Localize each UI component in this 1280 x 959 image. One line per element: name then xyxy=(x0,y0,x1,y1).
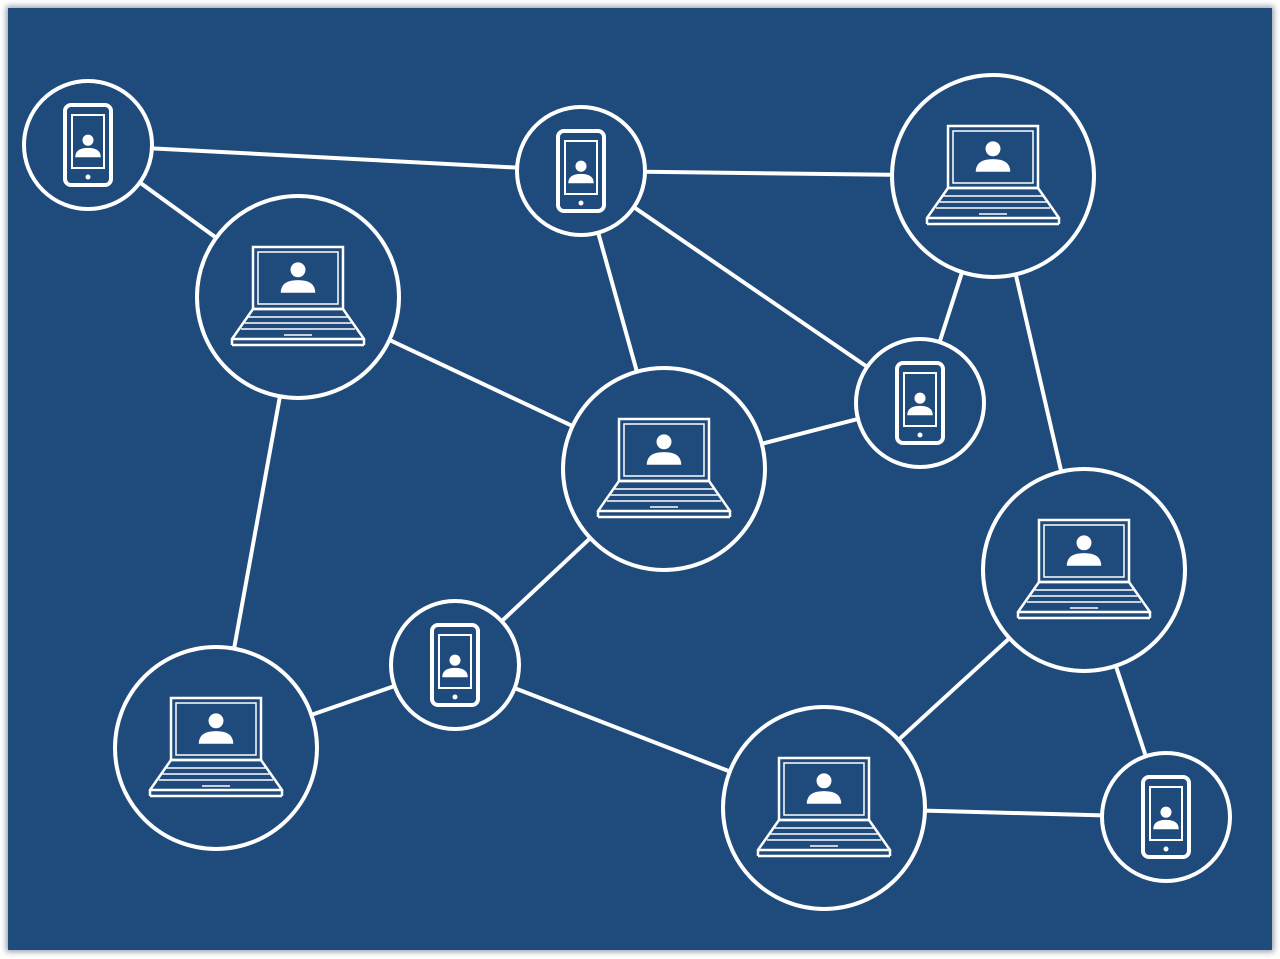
smartphone-icon xyxy=(556,129,606,213)
connection-line xyxy=(309,683,397,717)
connection-line xyxy=(642,169,895,177)
connection-line xyxy=(137,180,219,240)
connection-line xyxy=(896,636,1012,742)
connection-line xyxy=(631,205,870,369)
node-laptop-upper-left xyxy=(195,194,401,400)
device-nodes xyxy=(22,73,1232,911)
node-phone-top-left xyxy=(22,79,154,211)
connection-line xyxy=(232,394,282,651)
node-phone-right-middle xyxy=(854,337,986,469)
node-laptop-right xyxy=(981,467,1187,673)
connection-line xyxy=(922,808,1105,818)
connection-line xyxy=(499,536,593,624)
node-phone-top-center xyxy=(515,105,647,237)
connection-line xyxy=(596,230,639,374)
node-laptop-bottom-left xyxy=(113,645,319,851)
node-phone-lower-center xyxy=(389,599,521,731)
node-phone-bottom-right xyxy=(1100,751,1232,883)
node-circle xyxy=(561,366,767,572)
laptop-icon xyxy=(925,124,1061,226)
connection-line xyxy=(512,686,732,774)
node-circle xyxy=(981,467,1187,673)
connection-line xyxy=(387,337,575,429)
smartphone-icon xyxy=(895,361,945,445)
connection-line xyxy=(937,270,965,345)
laptop-icon xyxy=(596,417,732,519)
smartphone-icon xyxy=(1141,775,1191,859)
connection-lines xyxy=(137,146,1148,818)
node-circle xyxy=(721,705,927,911)
node-laptop-top-right xyxy=(890,73,1096,279)
laptop-icon xyxy=(148,696,284,798)
node-circle xyxy=(890,73,1096,279)
node-laptop-center xyxy=(561,366,767,572)
node-circle xyxy=(195,194,401,400)
connection-line xyxy=(1013,272,1064,474)
node-circle xyxy=(113,645,319,851)
laptop-icon xyxy=(1016,518,1152,620)
smartphone-icon xyxy=(430,623,480,707)
connection-line xyxy=(1113,663,1148,759)
connection-line xyxy=(759,416,861,446)
connection-line xyxy=(149,146,520,170)
smartphone-icon xyxy=(63,103,113,187)
laptop-icon xyxy=(230,245,366,347)
node-laptop-bottom-center xyxy=(721,705,927,911)
laptop-icon xyxy=(756,756,892,858)
